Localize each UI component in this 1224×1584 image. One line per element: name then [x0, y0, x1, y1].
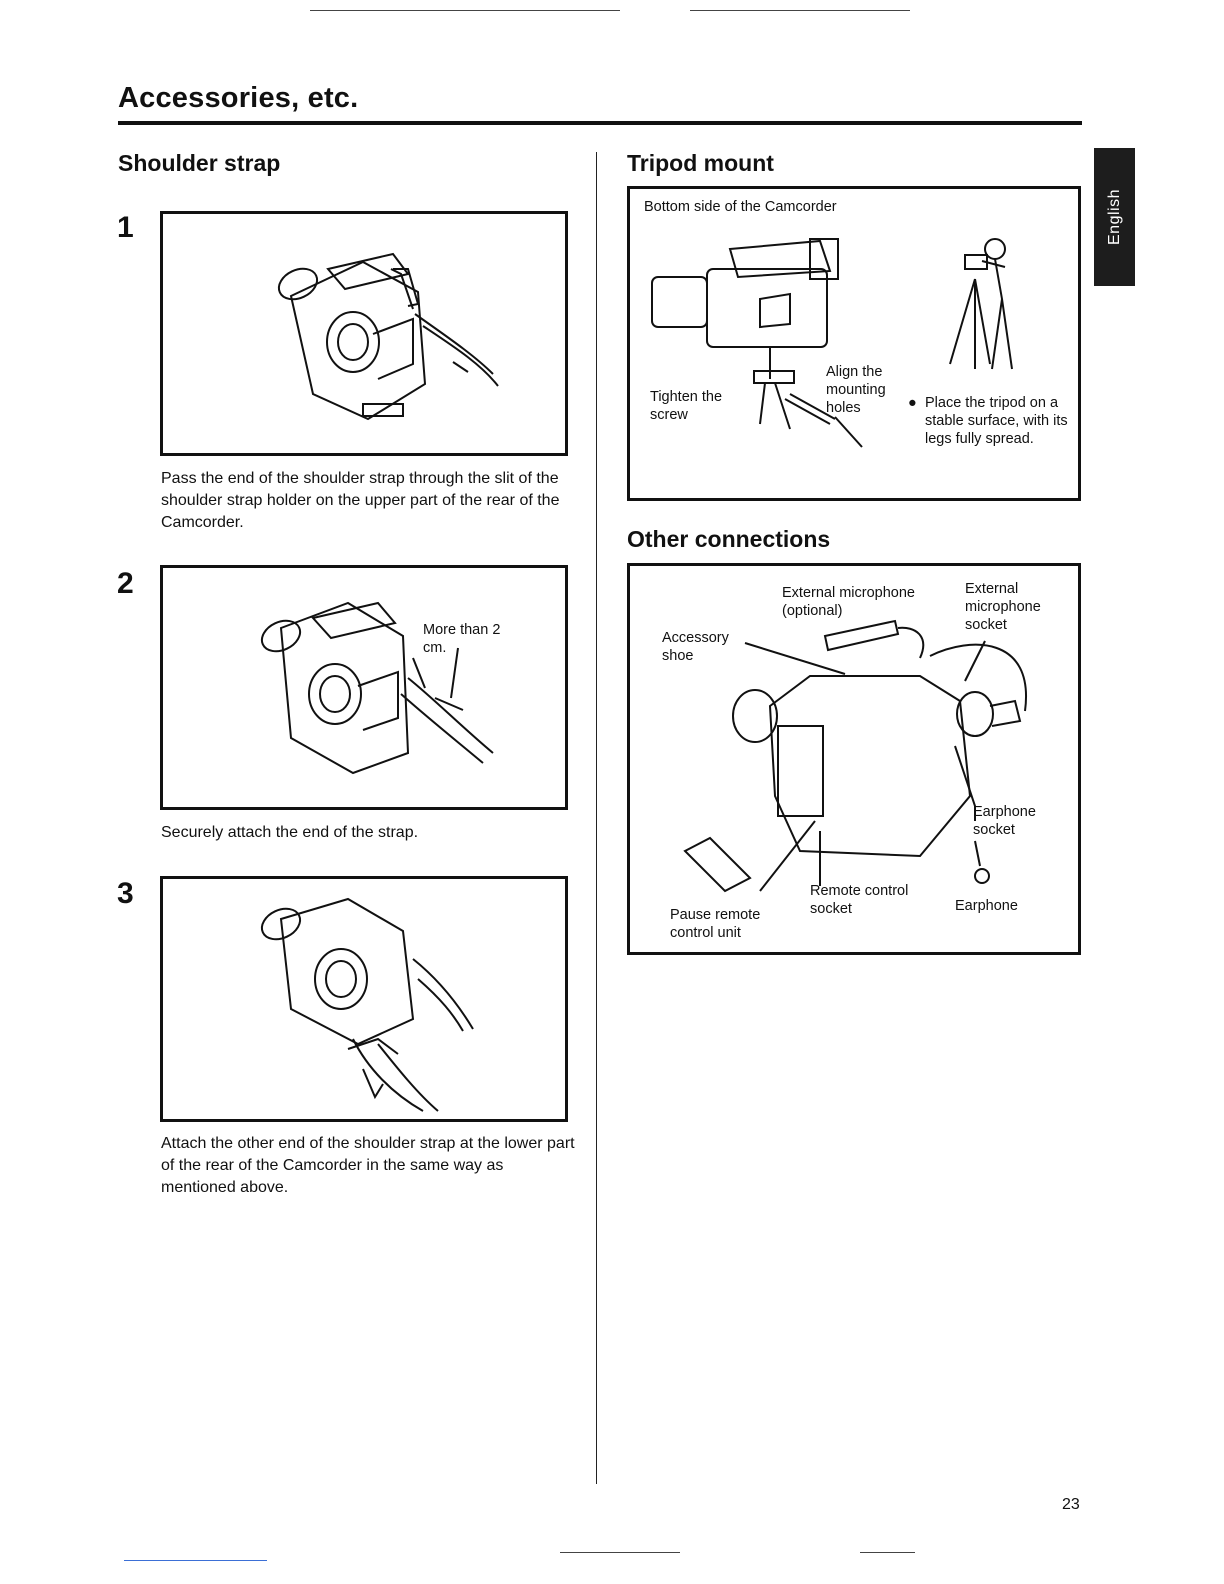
page-title: Accessories, etc.	[118, 82, 359, 114]
scan-artifact-bottom-link	[124, 1560, 267, 1561]
align-holes-label: Align the mounting holes	[826, 364, 886, 416]
other-connections-heading: Other connections	[627, 526, 831, 552]
tripod-tip: ● Place the tripod on a stable surface, …	[908, 394, 1068, 448]
step-3-number: 3	[117, 877, 134, 910]
step-3-illustration	[160, 876, 568, 1122]
tighten-screw-label: Tighten the screw	[650, 389, 723, 423]
scan-artifact-top	[310, 10, 620, 11]
earphone-socket-label: Earphone socket	[973, 804, 1036, 838]
connections-illustration: External microphone (optional) External …	[627, 563, 1081, 955]
step-2-number: 2	[117, 567, 134, 600]
strap-attach-illustration	[260, 601, 494, 775]
camcorder-strap-illustration	[277, 252, 499, 421]
external-microphone-socket-label: External microphone socket	[965, 581, 1041, 633]
length-callout: More than 2 cm.	[423, 622, 501, 656]
scan-artifact-top-right	[690, 10, 910, 11]
scan-artifact-bottom	[560, 1552, 680, 1553]
step-1-number: 1	[117, 211, 134, 244]
earphone-label: Earphone	[955, 898, 1018, 914]
connections-drawing	[683, 619, 1028, 893]
bullet-icon: ●	[908, 395, 917, 411]
column-divider	[596, 152, 597, 1484]
step-3-caption: Attach the other end of the shoulder str…	[161, 1135, 575, 1196]
tripod-mount-heading: Tripod mount	[627, 150, 774, 176]
bottom-side-caption: Bottom side of the Camcorder	[644, 199, 837, 215]
pause-remote-label: Pause remote control unit	[670, 907, 761, 941]
step-2-caption: Securely attach the end of the strap.	[161, 824, 419, 841]
step-2-illustration: More than 2 cm.	[160, 565, 568, 810]
strap-lower-illustration	[260, 897, 474, 1112]
external-microphone-label: External microphone (optional)	[782, 585, 915, 619]
remote-control-socket-label: Remote control socket	[810, 883, 909, 917]
language-tab-label: English	[1105, 189, 1123, 245]
step-1-illustration	[160, 211, 568, 456]
scan-artifact-bottom-right	[860, 1552, 915, 1553]
step-1-caption: Pass the end of the shoulder strap throu…	[161, 470, 560, 531]
language-tab: English	[1094, 148, 1135, 286]
shoulder-strap-heading: Shoulder strap	[118, 150, 281, 176]
title-rule	[118, 121, 1082, 125]
page-number: 23	[1062, 1496, 1080, 1513]
accessory-shoe-label: Accessory shoe	[662, 630, 729, 664]
tripod-drawing	[651, 238, 1013, 448]
tripod-tip-text: Place the tripod on a stable surface, wi…	[925, 395, 1068, 447]
tripod-mount-illustration: Bottom side of the Camcorder Tighten the…	[627, 186, 1081, 501]
